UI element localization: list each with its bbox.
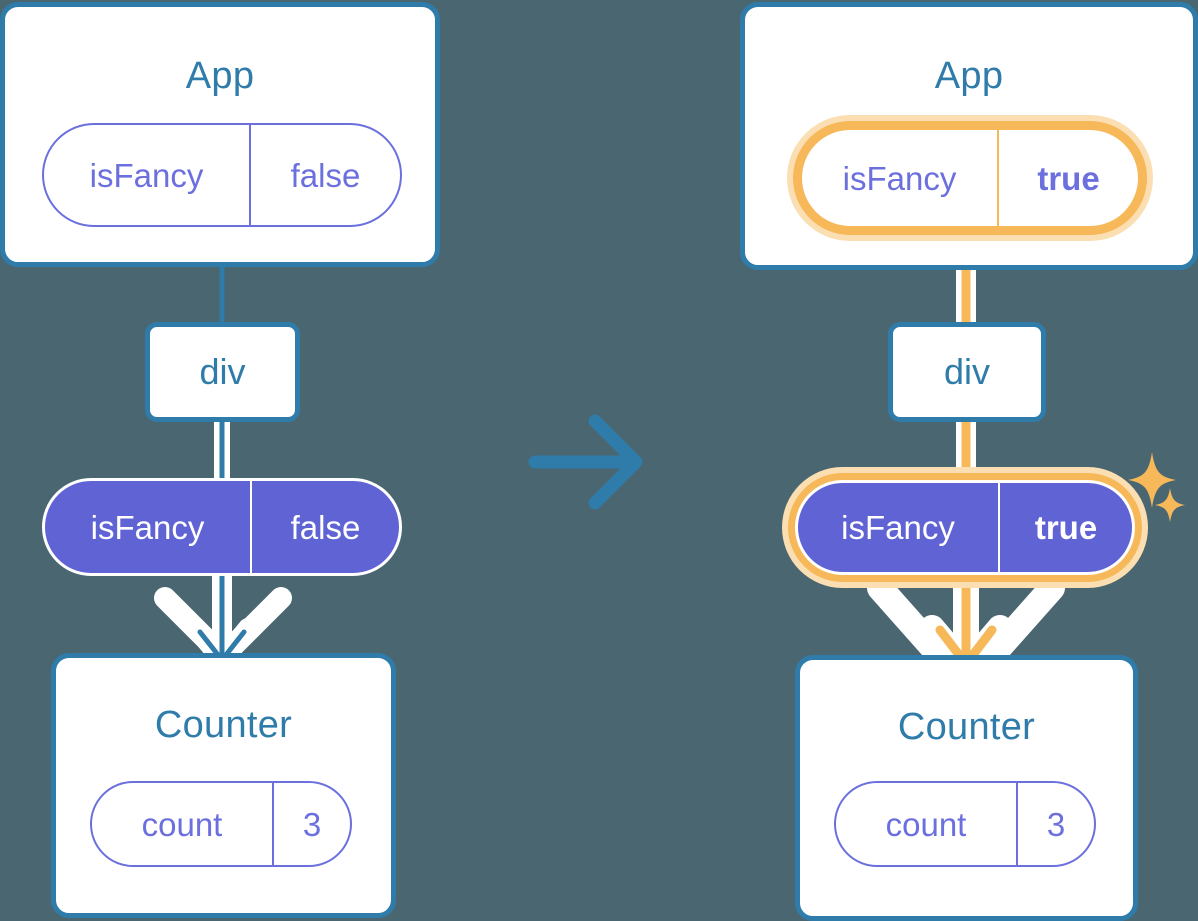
prop-name: isFancy xyxy=(90,508,205,546)
app-state-pill-after[interactable]: isFancy true xyxy=(800,128,1140,228)
app-state-value-after: true xyxy=(997,130,1138,226)
prop-value-after: true xyxy=(998,483,1132,572)
app-state-pill-before[interactable]: isFancy false xyxy=(42,123,402,227)
sparkle-star-icon-prop xyxy=(1128,452,1185,522)
div-node-after: div xyxy=(888,322,1046,422)
fan-arrow-before xyxy=(154,562,292,670)
counter-state-name-after: count xyxy=(885,805,967,843)
prop-pill-after[interactable]: isFancy true xyxy=(795,480,1135,575)
div-node-label-after: div xyxy=(943,351,991,392)
counter-state-pill-before[interactable]: count 3 xyxy=(90,781,352,867)
prop-pill-before[interactable]: isFancy false xyxy=(42,478,402,576)
counter-card-title: Counter xyxy=(154,704,293,746)
prop-value: false xyxy=(250,481,399,573)
app-card-title: App xyxy=(185,55,255,97)
transition-arrow-icon xyxy=(528,414,643,510)
app-state-value: false xyxy=(249,125,400,225)
counter-state-value-after: 3 xyxy=(1016,783,1094,865)
app-state-name: isFancy xyxy=(89,156,204,194)
fan-arrow-after xyxy=(867,547,1065,681)
app-state-name-after: isFancy xyxy=(842,159,957,197)
app-card-title-after: App xyxy=(934,55,1004,97)
div-node-before: div xyxy=(145,322,300,422)
counter-state-value: 3 xyxy=(272,783,350,865)
counter-state-name: count xyxy=(141,805,223,843)
prop-name-after: isFancy xyxy=(841,509,955,546)
counter-card-title-after: Counter xyxy=(897,706,1036,748)
div-node-label: div xyxy=(199,351,246,392)
counter-state-pill-after[interactable]: count 3 xyxy=(834,781,1096,867)
